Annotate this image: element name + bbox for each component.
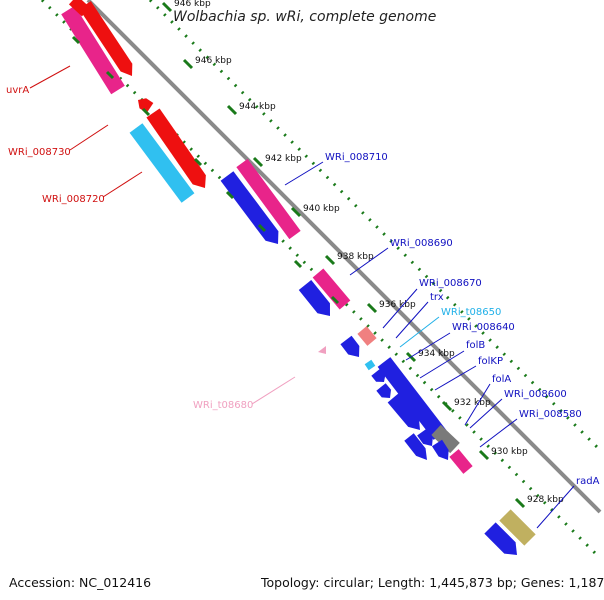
gene-feature-WRi_008690 bbox=[312, 268, 351, 310]
gene-feature-WRi_t08650 bbox=[364, 359, 376, 371]
gene-feature-small-red bbox=[138, 98, 154, 113]
kbp-tick-mark bbox=[324, 254, 336, 266]
gene-leader-line bbox=[251, 376, 296, 405]
inner-tick-mark bbox=[293, 259, 303, 269]
gene-leader-line bbox=[464, 383, 491, 426]
gene-feature-radA bbox=[484, 522, 517, 555]
genome-backbone bbox=[86, 0, 602, 514]
kbp-tick-mark bbox=[290, 206, 302, 218]
gene-leader-line bbox=[382, 288, 418, 329]
inner-tick-mark bbox=[71, 35, 81, 45]
gene-label-fola[interactable]: folA bbox=[492, 374, 511, 385]
inner-tick-mark bbox=[225, 190, 235, 200]
gene-label-wri_008720[interactable]: WRi_008720 bbox=[42, 194, 105, 205]
gene-feature-WRi_008710 bbox=[236, 158, 301, 240]
gene-label-wri_008690[interactable]: WRi_008690 bbox=[390, 238, 453, 249]
gene-leader-line bbox=[102, 171, 143, 198]
gene-label-wri_008710[interactable]: WRi_008710 bbox=[325, 152, 388, 163]
kbp-tick-label: 934 kbp bbox=[418, 349, 455, 359]
inner-dotted-guide bbox=[40, 0, 602, 560]
gene-feature-WRi_t08680 bbox=[318, 346, 326, 354]
inner-tick-mark bbox=[257, 223, 267, 233]
kbp-tick-mark bbox=[366, 302, 378, 314]
gene-label-folkp[interactable]: folKP bbox=[478, 356, 503, 367]
gene-label-wri_008580[interactable]: WRi_008580 bbox=[519, 409, 582, 420]
gene-feature-WRi_008580b bbox=[404, 433, 427, 460]
gene-label-uvra[interactable]: uvrA bbox=[6, 85, 29, 96]
inner-tick-mark bbox=[141, 107, 151, 117]
inner-tick-mark bbox=[105, 70, 115, 80]
gene-feature-trx bbox=[357, 326, 377, 346]
accession-text: Accession: NC_012416 bbox=[9, 575, 152, 590]
gene-label-folb[interactable]: folB bbox=[466, 340, 485, 351]
kbp-tick-label: 942 kbp bbox=[265, 154, 302, 164]
gene-label-wri_t08650[interactable]: WRi_t08650 bbox=[441, 307, 501, 318]
gene-label-wri_t08680[interactable]: WRi_t08680 bbox=[193, 400, 253, 411]
gene-leader-line bbox=[469, 398, 503, 429]
kbp-tick-mark bbox=[478, 449, 490, 461]
inner-tick-mark bbox=[330, 295, 340, 305]
gene-leader-line bbox=[395, 301, 429, 339]
kbp-tick-label: 938 kbp bbox=[337, 252, 374, 262]
gene-feature-WRi_008600b bbox=[431, 439, 449, 460]
kbp-tick-label: 930 kbp bbox=[491, 447, 528, 457]
kbp-tick-mark bbox=[182, 58, 194, 70]
gene-feature-WRi_008640 bbox=[377, 357, 447, 440]
gene-leader-line bbox=[434, 365, 477, 391]
gene-label-wri_008730[interactable]: WRi_008730 bbox=[8, 147, 71, 158]
gene-feature-uvrA bbox=[79, 1, 133, 76]
kbp-tick-mark bbox=[161, 1, 173, 13]
gene-feature-folKP bbox=[376, 383, 392, 398]
gene-feature-folB bbox=[371, 368, 386, 382]
kbp-tick-mark bbox=[226, 104, 238, 116]
topology-text: Topology: circular; Length: 1,445,873 bp… bbox=[261, 575, 604, 590]
gene-feature-WRi_008600 bbox=[417, 428, 433, 446]
outer-dotted-guide bbox=[148, 0, 602, 452]
gene-leader-line bbox=[479, 418, 518, 448]
kbp-tick-label: 940 kbp bbox=[303, 204, 340, 214]
gene-feature-WRi_008690-rev bbox=[298, 279, 330, 316]
gene-label-wri_008600[interactable]: WRi_008600 bbox=[504, 389, 567, 400]
kbp-tick-mark bbox=[441, 400, 453, 412]
genome-title: Wolbachia sp. wRi, complete genome bbox=[173, 9, 437, 25]
gene-feature-grey bbox=[431, 424, 460, 454]
gene-feature-radA-khaki bbox=[499, 509, 536, 546]
inner-tick-mark bbox=[193, 157, 203, 167]
gene-leader-line bbox=[536, 485, 575, 529]
gene-leader-line bbox=[284, 161, 324, 186]
gene-feature-WRi_008580 bbox=[449, 449, 473, 474]
kbp-tick-label: 928 kbp bbox=[527, 495, 564, 505]
gene-leader-line bbox=[419, 350, 465, 379]
gene-feature-WRi_008720 bbox=[129, 123, 195, 203]
gene-leader-line bbox=[69, 124, 109, 151]
gene-label-wri_008670[interactable]: WRi_008670 bbox=[419, 278, 482, 289]
kbp-ticks: 946 kbp 946 kbp 944 kbp 942 kbp 940 kbp 938 k… bbox=[71, 0, 564, 509]
kbp-tick-label: 944 kbp bbox=[239, 102, 276, 112]
kbp-tick-mark bbox=[514, 497, 526, 509]
gene-label-rada[interactable]: radA bbox=[576, 476, 600, 487]
gene-label-wri_008640[interactable]: WRi_008640 bbox=[452, 322, 515, 333]
gene-leader-line bbox=[399, 316, 440, 348]
kbp-tick-label: 936 kbp bbox=[379, 300, 416, 310]
gene-leader-line bbox=[405, 332, 451, 361]
kbp-tick-mark bbox=[252, 156, 264, 168]
gene-feature-WRi_008670 bbox=[340, 335, 360, 357]
gene-leader-line bbox=[349, 247, 389, 276]
gene-feature-WRi_008710-rev bbox=[220, 171, 279, 244]
gene-feature-top-red bbox=[68, 0, 91, 17]
kbp-tick-label: 946 kbp bbox=[195, 56, 232, 66]
kbp-tick-label: 946 kbp bbox=[174, 0, 211, 9]
kbp-tick-label: 932 kbp bbox=[454, 398, 491, 408]
gene-leader-line bbox=[29, 65, 71, 89]
gene-feature-folA bbox=[387, 393, 420, 430]
gene-label-trx[interactable]: trx bbox=[430, 292, 444, 303]
gene-feature-WRi_008730 bbox=[146, 108, 206, 188]
